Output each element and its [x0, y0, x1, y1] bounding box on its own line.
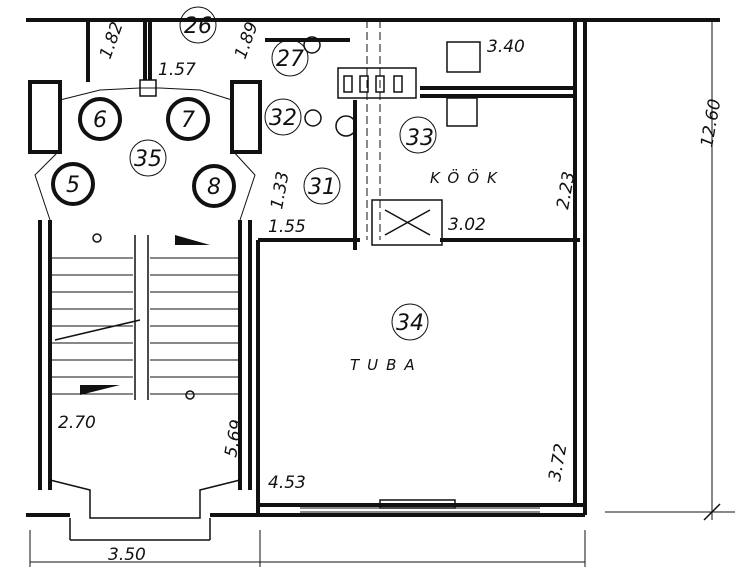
room-number-33: 33 — [406, 126, 434, 151]
ventilation-block — [337, 67, 417, 99]
room-number-7: 7 — [181, 108, 195, 133]
dimension: 1.82 — [96, 19, 128, 61]
room-number-6: 6 — [93, 108, 107, 133]
room-number-8: 8 — [207, 175, 221, 200]
dimension: 1.33 — [267, 170, 293, 211]
dimension: 4.53 — [268, 473, 306, 493]
dimension: 5.69 — [221, 418, 247, 459]
room-number-32: 32 — [269, 106, 297, 131]
dimension: 3.02 — [448, 215, 486, 235]
dimension: 12.60 — [697, 97, 725, 148]
stove-icon — [446, 97, 478, 127]
room-number-31: 31 — [308, 175, 336, 200]
room-name-kook: KÖÖK — [430, 168, 505, 187]
room-number-35: 35 — [134, 147, 162, 172]
windows — [300, 499, 540, 513]
dimension: 3.40 — [487, 37, 525, 57]
dimension: 1.55 — [268, 217, 306, 237]
walls — [26, 18, 720, 517]
staircase — [52, 233, 238, 400]
room-number-34: 34 — [396, 311, 424, 336]
dimension: 3.72 — [545, 442, 571, 483]
dimension: 3.50 — [108, 545, 146, 565]
stove-icon — [446, 41, 481, 73]
room-name-tuba: TUBA — [350, 356, 423, 374]
dimension: 1.57 — [158, 60, 196, 80]
room-number-27: 27 — [276, 47, 304, 72]
dimension: 1.89 — [231, 19, 263, 61]
dimension: 2.70 — [58, 413, 96, 433]
room-number-26: 26 — [184, 14, 212, 39]
room-number-5: 5 — [66, 173, 80, 198]
